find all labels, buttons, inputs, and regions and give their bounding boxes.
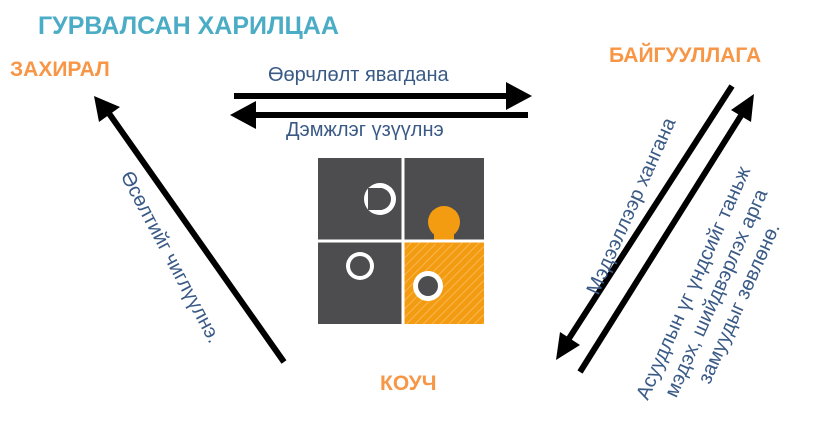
arrow-right-down [556,84,735,360]
diagram-canvas: ГУРВАЛСАН ХАРИЛЦАА ЗАХИРАЛ БАЙГУУЛЛАГА К… [10,12,785,403]
label-change-happens: Өөрчлөлт явагдана [268,64,449,86]
label-support: Дэмжлэг үзүүлнэ [286,119,444,141]
arrow-top-right [234,82,532,110]
role-coach: КОУЧ [380,372,437,395]
arrow-top-left [230,101,528,129]
puzzle-icon [318,158,484,324]
diagram-graphics [94,82,754,374]
diagram-title: ГУРВАЛСАН ХАРИЛЦАА [38,12,339,40]
arrow-left-diagonal [94,96,287,364]
role-director: ЗАХИРАЛ [10,58,110,81]
role-organization: БАЙГУУЛЛАГА [609,44,762,67]
arrow-right-up [577,94,754,374]
